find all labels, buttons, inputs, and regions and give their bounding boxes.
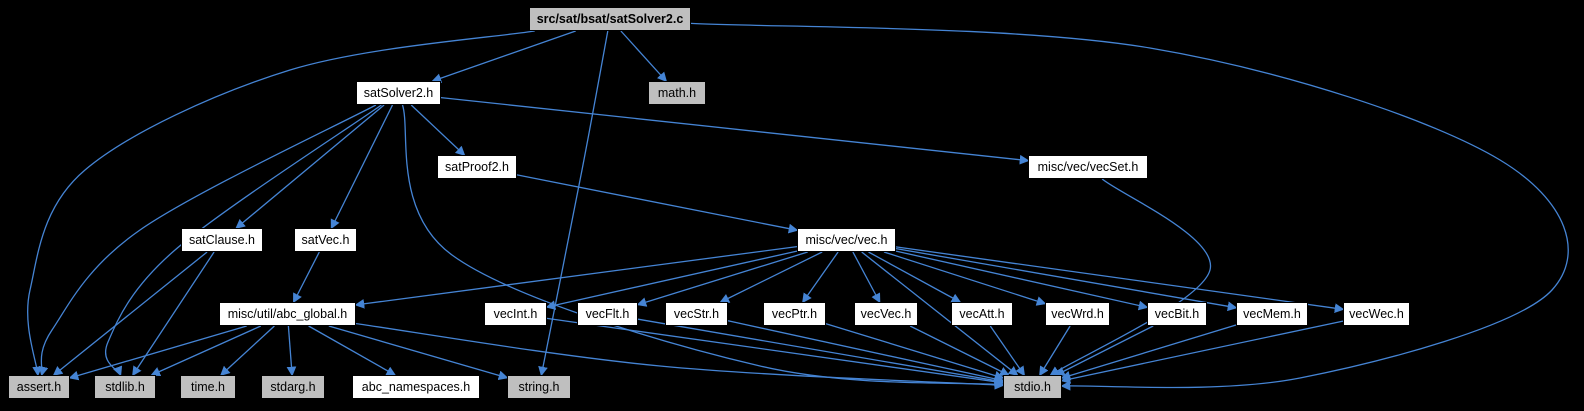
- graph-node-vec-h[interactable]: misc/vec/vec.h: [797, 228, 896, 252]
- edge-vec-h-to-vecAtt-h: [868, 251, 962, 303]
- edge-satSolver2-c-to-string-h: [538, 30, 609, 377]
- edge-satSolver2-c-to-assert-h: [27, 30, 535, 377]
- edge-satClause-h-to-stdlib-h: [132, 251, 215, 377]
- edge-satVec-h-to-abc-global-h: [293, 251, 320, 304]
- edge-satProof2-h-to-vec-h: [516, 174, 799, 234]
- edge-abc-global-h-to-abc-namespaces-h: [308, 325, 397, 376]
- edge-vec-h-to-vecBit-h: [895, 250, 1149, 311]
- edge-satSolver2-h-to-assert-h: [38, 104, 377, 377]
- graph-node-math-h: math.h: [648, 81, 706, 105]
- graph-node-vecStr-h[interactable]: vecStr.h: [665, 302, 728, 326]
- edge-vecInt-h-to-stdio-h: [546, 317, 1005, 387]
- graph-node-satProof2-h[interactable]: satProof2.h: [437, 155, 517, 179]
- edge-vec-h-to-vecFlt-h: [636, 251, 808, 307]
- graph-node-satSolver2-c: src/sat/bsat/satSolver2.c: [529, 7, 691, 31]
- graph-node-abc-namespaces-h[interactable]: abc_namespaces.h: [352, 375, 480, 399]
- graph-node-vecMem-h[interactable]: vecMem.h: [1236, 302, 1308, 326]
- edge-vecWec-h-to-stdio-h: [1060, 320, 1344, 384]
- graph-node-abc-global-h[interactable]: misc/util/abc_global.h: [219, 302, 356, 326]
- graph-node-satSolver2-h[interactable]: satSolver2.h: [356, 81, 441, 105]
- edge-vecVec-h-to-stdio-h: [909, 325, 1010, 376]
- graph-node-vecVec-h[interactable]: vecVec.h: [854, 302, 918, 326]
- graph-node-satVec-h[interactable]: satVec.h: [294, 228, 357, 252]
- graph-node-assert-h: assert.h: [8, 375, 70, 399]
- edge-vec-h-to-vecMem-h: [895, 247, 1238, 312]
- edge-abc-global-h-to-stdlib-h: [150, 325, 262, 377]
- edge-vecMem-h-to-stdio-h: [1060, 324, 1237, 381]
- edge-vecSet-h-to-stdio-h: [1049, 178, 1211, 376]
- edge-satSolver2-h-to-satVec-h: [330, 104, 394, 230]
- edge-satSolver2-h-to-stdlib-h: [105, 104, 382, 377]
- edge-vec-h-to-vecWrd-h: [883, 251, 1047, 306]
- graph-node-satClause-h[interactable]: satClause.h: [181, 228, 263, 252]
- edge-vec-h-to-vecInt-h: [545, 250, 798, 310]
- edge-vecWrd-h-to-stdio-h: [1039, 325, 1071, 377]
- graph-node-string-h: string.h: [507, 375, 571, 399]
- edge-satSolver2-h-to-vecSet-h: [440, 96, 1030, 165]
- edge-abc-global-h-to-stdarg-h: [286, 325, 297, 377]
- graph-node-vecPtr-h[interactable]: vecPtr.h: [763, 302, 826, 326]
- edge-satSolver2-h-to-satClause-h: [235, 104, 385, 229]
- edge-vec-h-to-vecPtr-h: [802, 251, 839, 304]
- edge-satClause-h-to-assert-h: [52, 251, 208, 376]
- edge-satSolver2-c-to-stdio-h: [690, 22, 1569, 391]
- edge-vec-h-to-abc-global-h: [354, 245, 798, 309]
- edge-vec-h-to-vecVec-h: [852, 251, 881, 304]
- graph-node-vecWrd-h[interactable]: vecWrd.h: [1045, 302, 1110, 326]
- graph-node-time-h: time.h: [180, 375, 236, 399]
- edge-abc-global-h-to-stdio-h: [355, 322, 1005, 390]
- graph-node-stdlib-h: stdlib.h: [94, 375, 156, 399]
- graph-node-stdio-h: stdio.h: [1003, 375, 1062, 399]
- edge-vec-h-to-vecStr-h: [719, 251, 823, 303]
- graph-node-vecInt-h[interactable]: vecInt.h: [484, 302, 547, 326]
- edge-vecAtt-h-to-stdio-h: [989, 325, 1026, 377]
- edge-abc-global-h-to-assert-h: [68, 325, 247, 381]
- edge-vecPtr-h-to-stdio-h: [825, 323, 1005, 381]
- edge-abc-global-h-to-string-h: [328, 325, 509, 381]
- edge-vecBit-h-to-stdio-h: [1054, 325, 1154, 376]
- edge-abc-global-h-to-time-h: [220, 325, 275, 376]
- edge-satSolver2-c-to-math-h: [620, 30, 668, 83]
- edge-satSolver2-h-to-satProof2-h: [410, 104, 466, 157]
- edge-vec-h-to-vecWec-h: [895, 246, 1345, 313]
- graph-node-vecAtt-h[interactable]: vecAtt.h: [951, 302, 1013, 326]
- graph-node-vecBit-h[interactable]: vecBit.h: [1147, 302, 1207, 326]
- graph-node-vecFlt-h[interactable]: vecFlt.h: [577, 302, 638, 326]
- edge-vec-h-to-stdio-h: [861, 251, 1019, 376]
- edge-vecFlt-h-to-stdio-h: [637, 318, 1005, 386]
- graph-node-vecSet-h[interactable]: misc/vec/vecSet.h: [1028, 155, 1148, 179]
- edge-satSolver2-c-to-satSolver2-h: [431, 30, 576, 83]
- edge-vecStr-h-to-stdio-h: [727, 320, 1005, 384]
- graph-node-stdarg-h: stdarg.h: [261, 375, 325, 399]
- graph-node-vecWec-h[interactable]: vecWec.h: [1343, 302, 1410, 326]
